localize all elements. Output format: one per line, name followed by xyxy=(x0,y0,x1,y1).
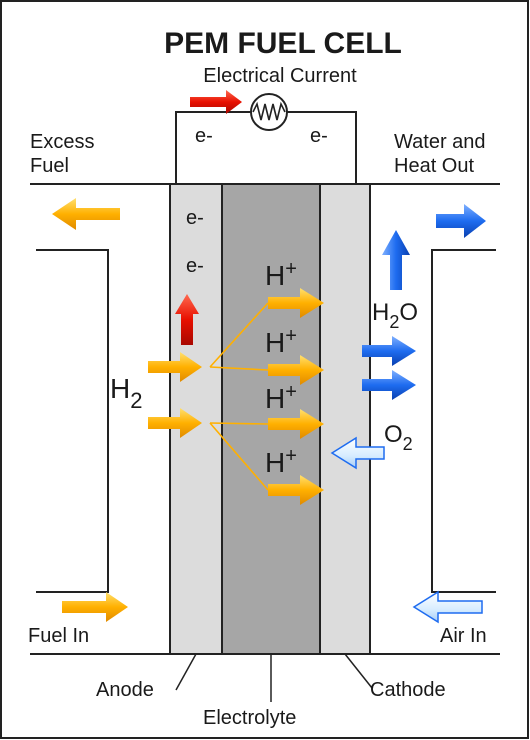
proton-label-3: H+ xyxy=(265,381,297,414)
cathode-label: Cathode xyxy=(370,679,446,701)
oxygen-label: O2 xyxy=(384,421,413,454)
cathode-leader-line xyxy=(344,653,373,689)
oxygen-in-arrow xyxy=(330,436,385,470)
air-in-arrow xyxy=(412,590,483,624)
electrical-current-label: Electrical Current xyxy=(203,65,357,87)
fuel-in-arrow xyxy=(62,592,128,622)
proton-arrow-4 xyxy=(268,475,324,505)
proton-label-2: H+ xyxy=(265,325,297,358)
excess-fuel-out-arrow xyxy=(52,198,120,230)
fuel-in-label: Fuel In xyxy=(28,625,89,647)
anode-leader-line xyxy=(175,653,197,691)
excess-fuel-label-line1: Excess xyxy=(30,131,94,153)
water-out-arrow-1 xyxy=(362,336,416,366)
proton-arrow-2 xyxy=(268,355,324,385)
anode-electron-1: e- xyxy=(186,207,204,229)
cathode-layer xyxy=(319,183,371,655)
electron-up-arrow xyxy=(175,294,199,345)
fuel-channel-wall xyxy=(36,249,109,593)
hydrogen-label: H2 xyxy=(110,373,142,413)
electrolyte-label: Electrolyte xyxy=(203,707,296,729)
anode-label: Anode xyxy=(96,679,154,701)
circuit-electron-right: e- xyxy=(310,125,328,147)
water-heat-label-line1: Water and xyxy=(394,131,486,153)
water-out-arrow-2 xyxy=(362,370,416,400)
water-heat-out-arrow xyxy=(436,204,486,238)
excess-fuel-label-line2: Fuel xyxy=(30,155,69,177)
current-direction-arrow xyxy=(190,90,242,114)
anode-electron-2: e- xyxy=(186,255,204,277)
air-channel-wall xyxy=(431,249,496,593)
load-resistor-icon xyxy=(250,93,288,131)
proton-arrow-1 xyxy=(268,288,324,318)
water-label: H2O xyxy=(372,299,418,332)
hydrogen-arrow-1 xyxy=(148,352,202,382)
hydrogen-arrow-2 xyxy=(148,408,202,438)
diagram-title: PEM FUEL CELL xyxy=(164,27,402,60)
air-in-label: Air In xyxy=(440,625,487,647)
proton-label-4: H+ xyxy=(265,445,297,478)
proton-arrow-3 xyxy=(268,409,324,439)
proton-label-1: H+ xyxy=(265,258,297,291)
water-up-arrow xyxy=(382,230,410,290)
reaction-paths xyxy=(209,302,269,491)
circuit-electron-left: e- xyxy=(195,125,213,147)
water-heat-label-line2: Heat Out xyxy=(394,155,474,177)
